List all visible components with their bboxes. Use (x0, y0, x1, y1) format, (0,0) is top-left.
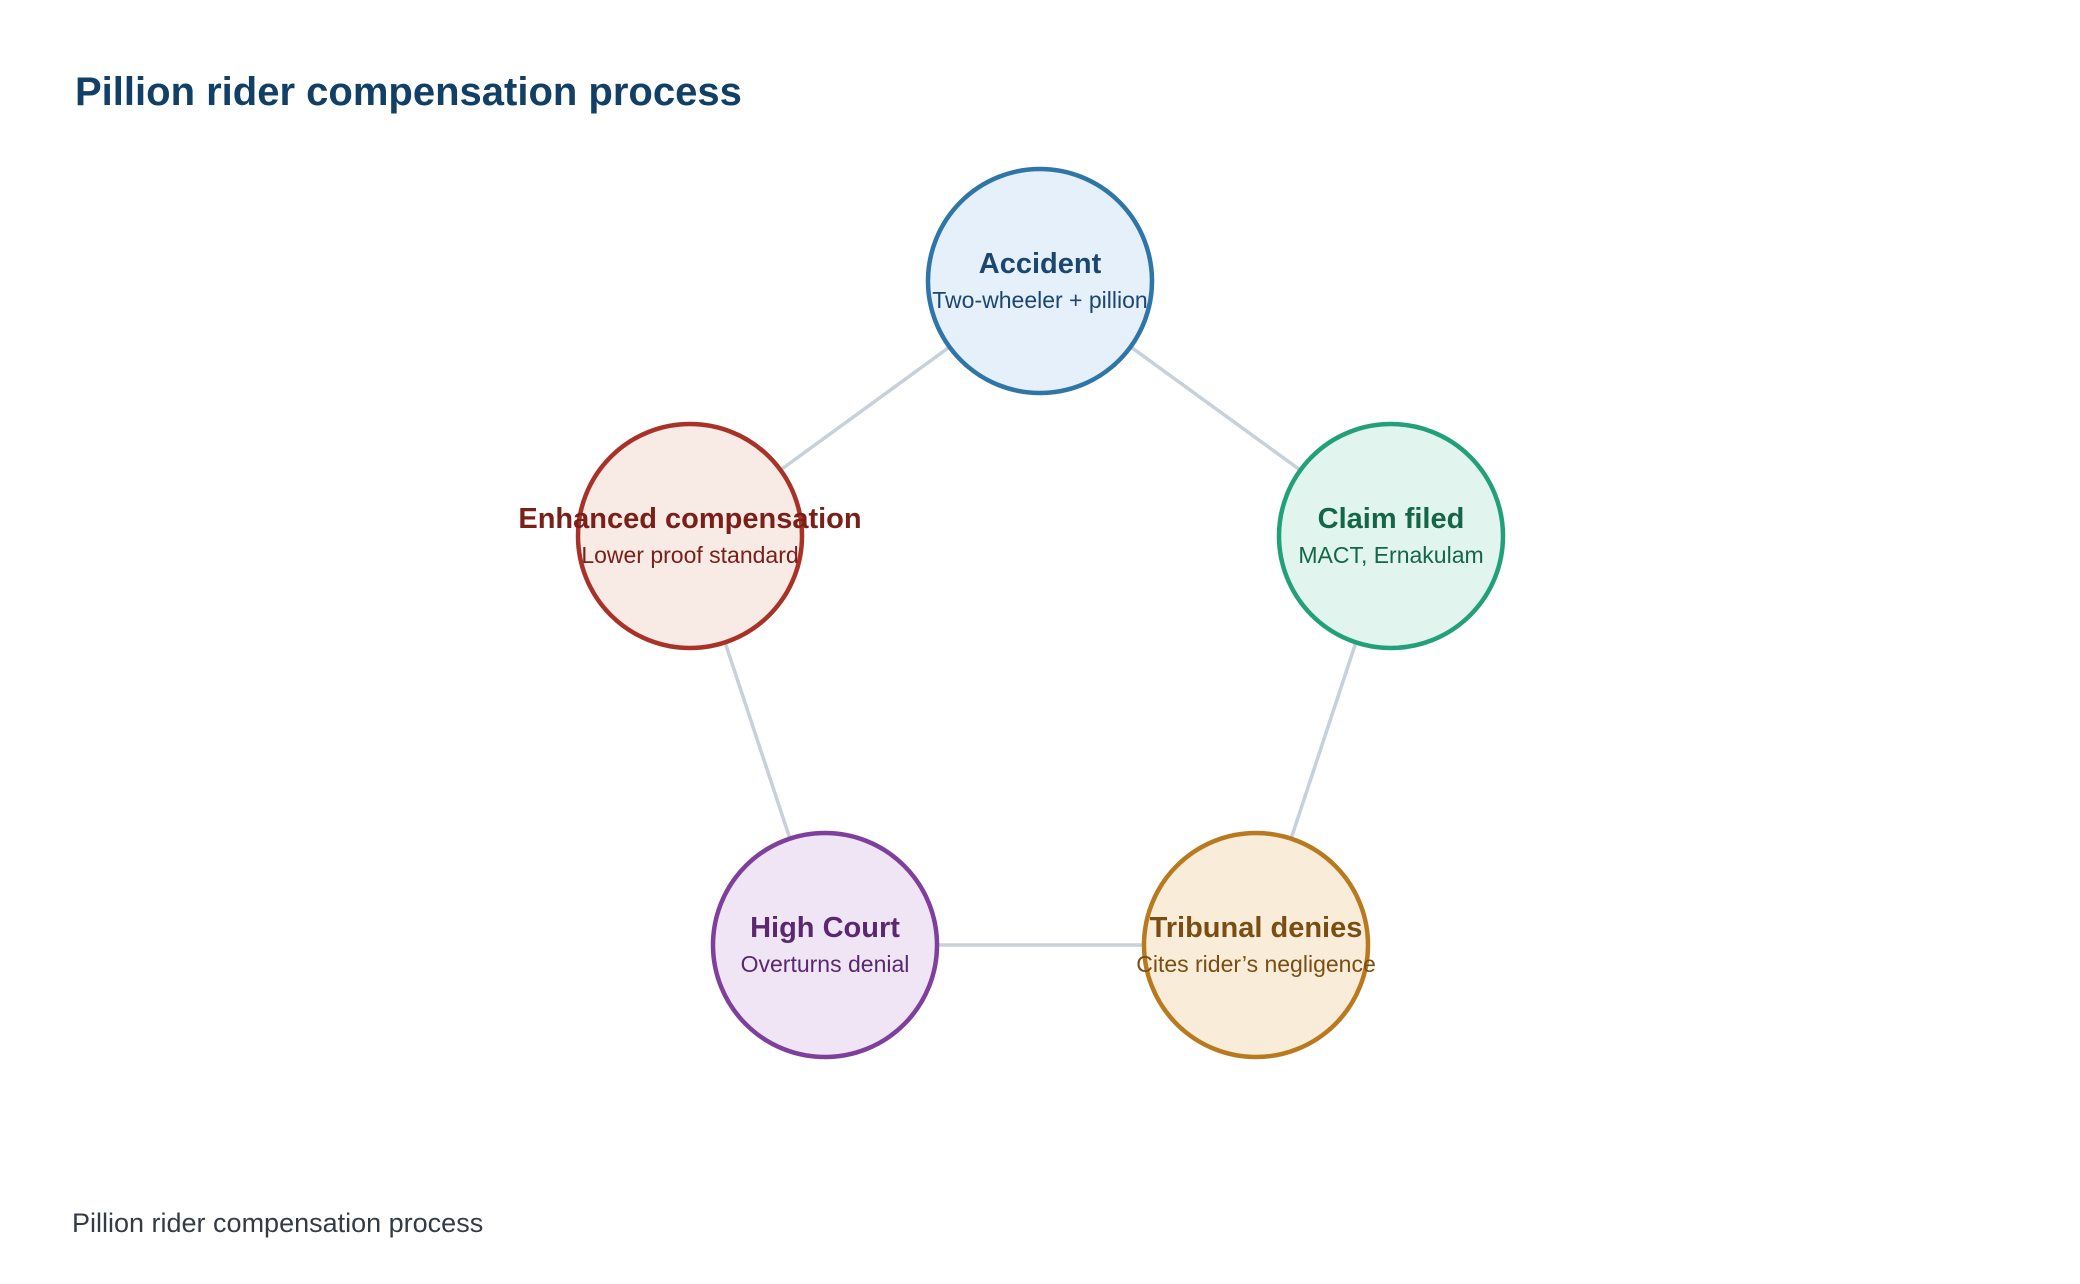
node-circle (925, 166, 1155, 396)
node-subtitle: Cites rider’s negligence (1136, 951, 1376, 977)
edge-claim-filed-to-tribunal-denies (1289, 641, 1358, 840)
node-circle (710, 830, 940, 1060)
node-subtitle: Two-wheeler + pillion (932, 287, 1147, 313)
edge-accident-to-claim-filed (1129, 345, 1302, 472)
node-title: Tribunal denies (1150, 912, 1363, 944)
node-circle (1276, 421, 1506, 651)
node-circle (575, 421, 805, 651)
node-circle (1141, 830, 1371, 1060)
node-title: Accident (979, 248, 1102, 280)
node-subtitle: MACT, Ernakulam (1298, 542, 1483, 568)
edge-enhanced-compensation-to-accident (779, 345, 951, 472)
node-title: Enhanced compensation (518, 503, 861, 535)
diagram-caption: Pillion rider compensation process (72, 1208, 484, 1238)
edge-high-court-to-enhanced-compensation (723, 641, 792, 840)
edges-layer (723, 345, 1358, 947)
diagram-title: Pillion rider compensation process (75, 70, 742, 114)
node-title: High Court (750, 912, 900, 944)
node-title: Claim filed (1318, 503, 1465, 535)
node-subtitle: Lower proof standard (581, 542, 798, 568)
node-subtitle: Overturns denial (741, 951, 910, 977)
